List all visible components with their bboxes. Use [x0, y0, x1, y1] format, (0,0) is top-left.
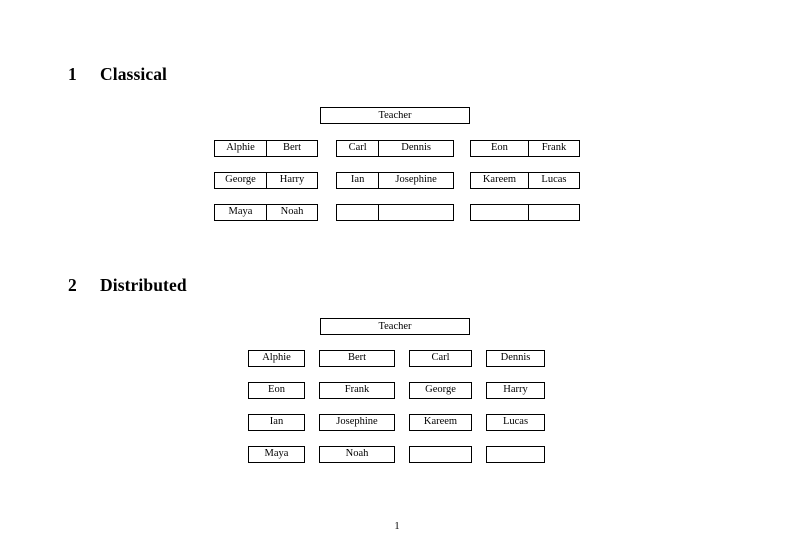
student-row: Maya Noah: [214, 204, 318, 221]
student-box: Harry: [486, 382, 545, 399]
student-cell: Dennis: [378, 141, 453, 156]
teacher-label: Teacher: [378, 321, 412, 332]
student-cell: Alphie: [226, 142, 255, 154]
student-cell-empty: [487, 447, 544, 462]
page-number: 1: [394, 521, 400, 532]
student-cell-empty: [527, 205, 579, 220]
student-row: Kareem Lucas: [470, 172, 580, 189]
student-row: Eon Frank: [470, 140, 580, 157]
student-cell: Dennis: [500, 352, 531, 364]
student-cell: Lucas: [527, 173, 579, 188]
student-cell: Ian: [269, 416, 284, 428]
student-box: Frank: [319, 382, 395, 399]
student-box: Dennis: [486, 350, 545, 367]
student-cell: Noah: [265, 205, 317, 220]
student-cell: Ian: [350, 174, 365, 186]
student-cell-empty: [410, 447, 471, 462]
student-cell: Lucas: [502, 416, 529, 428]
section-number-2: 2: [68, 275, 77, 295]
student-cell: Eon: [268, 384, 285, 396]
student-cell-empty: [471, 205, 528, 220]
student-box: Kareem: [409, 414, 472, 431]
student-row-empty: [470, 204, 580, 221]
student-box: Carl: [409, 350, 472, 367]
student-box: Ian: [248, 414, 305, 431]
student-box-empty: [486, 446, 545, 463]
student-row: Alphie Bert: [214, 140, 318, 157]
student-cell: Harry: [265, 173, 317, 188]
student-cell: Bert: [265, 141, 317, 156]
student-cell: Carl: [348, 142, 367, 154]
student-cell: Eon: [491, 142, 508, 154]
student-box: Lucas: [486, 414, 545, 431]
student-row-empty: [336, 204, 454, 221]
student-box-empty: [409, 446, 472, 463]
student-cell: Frank: [344, 384, 370, 396]
student-box: Josephine: [319, 414, 395, 431]
student-box: Alphie: [248, 350, 305, 367]
teacher-box-distributed: Teacher: [320, 318, 470, 335]
student-cell: Alphie: [262, 352, 291, 364]
student-cell: Maya: [228, 206, 253, 218]
student-cell: George: [425, 384, 456, 396]
section-number-1: 1: [68, 64, 77, 84]
student-box: George: [409, 382, 472, 399]
student-row: Ian Josephine: [336, 172, 454, 189]
section-title-2: Distributed: [100, 275, 187, 295]
student-cell: Noah: [345, 448, 369, 460]
section-heading-distributed: 2 Distributed: [68, 275, 187, 296]
student-cell: George: [225, 174, 256, 186]
student-cell-empty: [378, 205, 453, 220]
student-cell: Josephine: [336, 416, 378, 428]
student-cell: Frank: [527, 141, 579, 156]
teacher-box-classical: Teacher: [320, 107, 470, 124]
student-box: Bert: [319, 350, 395, 367]
student-box: Noah: [319, 446, 395, 463]
student-row: George Harry: [214, 172, 318, 189]
section-heading-classical: 1 Classical: [68, 64, 167, 85]
student-cell-empty: [337, 205, 378, 220]
student-cell: Maya: [264, 448, 289, 460]
student-cell: Bert: [347, 352, 367, 364]
student-cell: Josephine: [378, 173, 453, 188]
student-cell: Kareem: [423, 416, 458, 428]
section-title-1: Classical: [100, 64, 168, 84]
student-box: Maya: [248, 446, 305, 463]
student-cell: Kareem: [482, 174, 517, 186]
student-cell: Harry: [503, 384, 528, 396]
teacher-label: Teacher: [378, 110, 412, 121]
student-cell: Carl: [431, 352, 450, 364]
student-box: Eon: [248, 382, 305, 399]
student-row: Carl Dennis: [336, 140, 454, 157]
